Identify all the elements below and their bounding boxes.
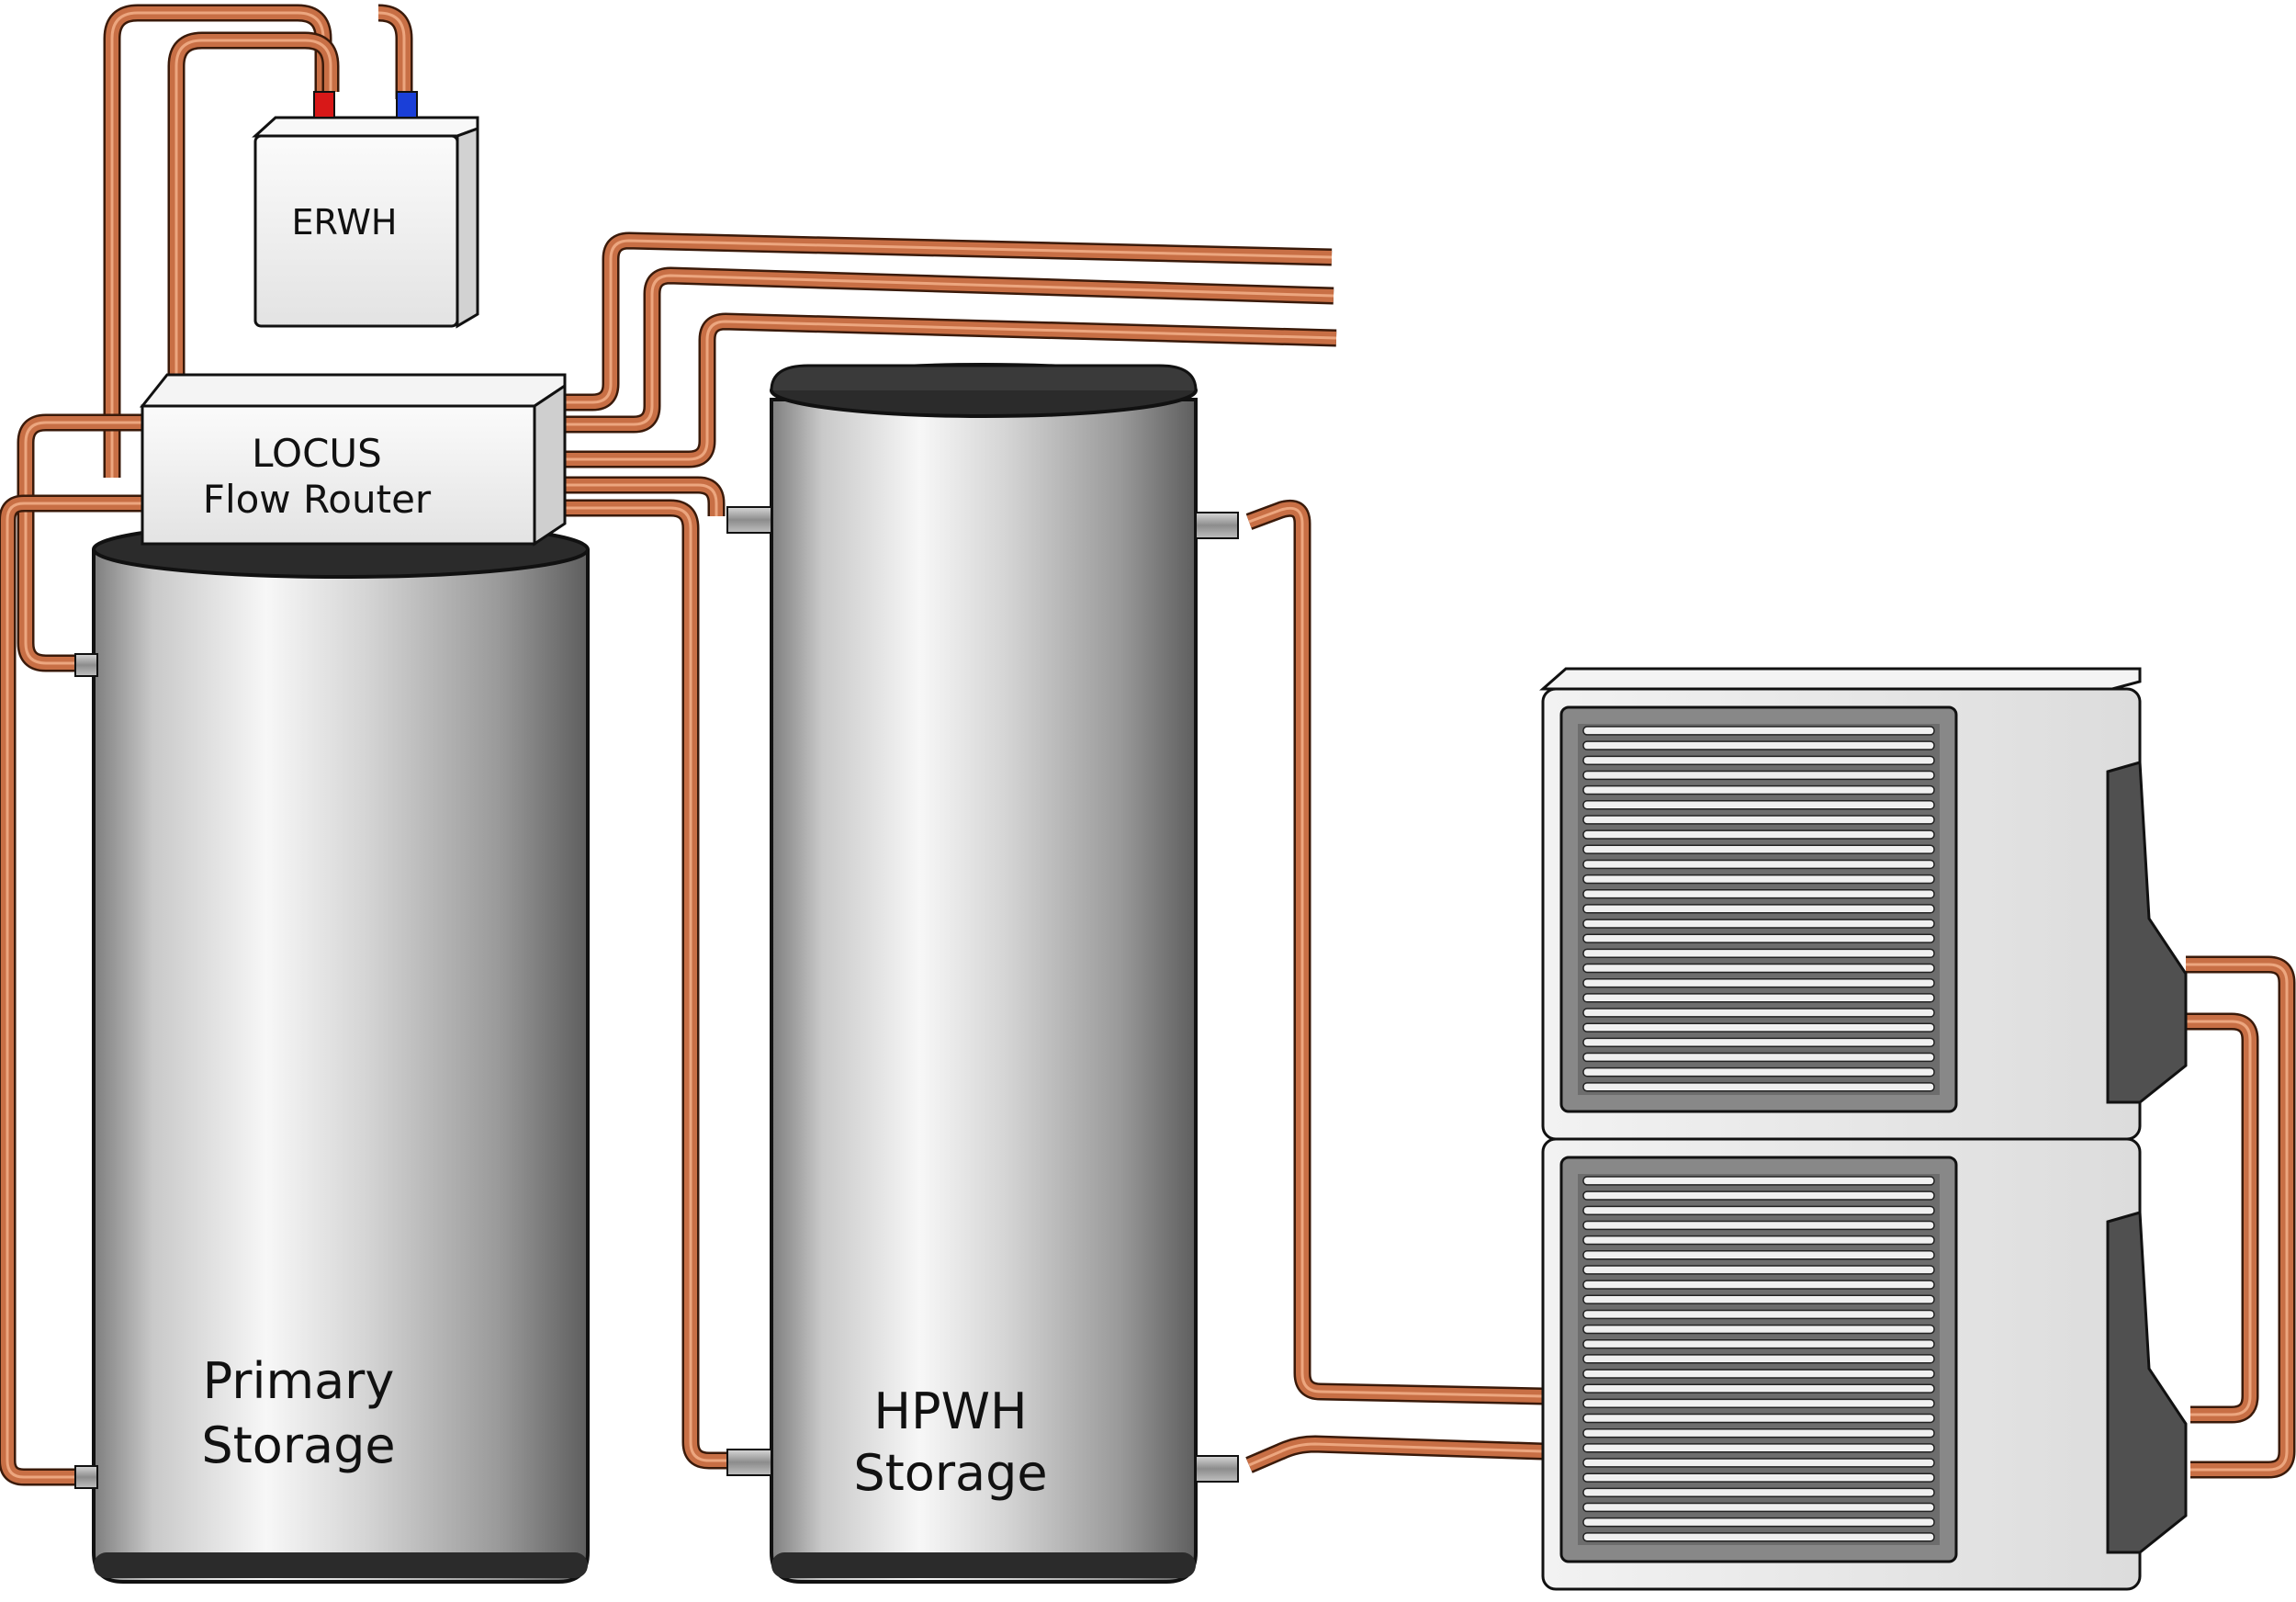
pipe-hpwh-upper-to-hp [1245,499,1544,1405]
grille-louvre [1582,1294,1935,1304]
pipe-router-top-3 [560,312,1337,468]
grille-louvre [1582,919,1935,929]
grille-louvre [1582,740,1935,750]
grille-louvre [1582,1443,1935,1453]
pipe-hp-right-1 [2186,955,2296,1479]
pipe-router-hpwh-upper [560,476,726,516]
primary-storage-tank: Primary Storage [74,520,590,1584]
grille-louvre [1582,1487,1935,1497]
grille-louvre [1582,829,1935,840]
primary-lower-fitting [74,1465,98,1489]
grille-louvre [1582,1052,1935,1063]
primary-storage-label-line1: Primary [203,1352,395,1410]
erwh-cold-connector [396,91,418,118]
grille-louvre [1582,1235,1935,1246]
grille-louvre [1582,1383,1935,1393]
grille-louvre [1582,1205,1935,1215]
primary-storage-label-line2: Storage [201,1416,395,1474]
grille-louvre [1582,904,1935,914]
grille-louvre [1582,874,1935,885]
grille-louvre [1582,1037,1935,1047]
grille-louvre [1582,784,1935,795]
heat-pump-lower-grille [1578,1174,1940,1545]
grille-louvre [1582,963,1935,974]
grille-louvre [1582,770,1935,781]
grille-louvre [1582,800,1935,810]
grille-louvre [1582,1398,1935,1409]
hpwh-left-lower-fitting [726,1449,772,1476]
grille-louvre [1582,1517,1935,1528]
grille-louvre [1582,1250,1935,1260]
hpwh-storage-label-line1: HPWH [873,1382,1027,1440]
grille-louvre [1582,1413,1935,1424]
grille-louvre [1582,1066,1935,1077]
pipe-erwh-hot-outer [103,4,332,478]
hpwh-storage-tank: HPWH Storage [726,363,1239,1584]
grille-louvre [1582,1190,1935,1201]
grille-louvre [1582,726,1935,736]
erwh-unit: ERWH [252,91,479,329]
locus-label-line2: Flow Router [203,477,432,522]
heat-pump-upper [1539,667,2188,1141]
pipe-primary-lower [0,494,142,1486]
grille-louvre [1582,1458,1935,1468]
pipe-primary-upper [17,413,142,672]
copper-piping [0,4,2296,1486]
grille-louvre [1582,889,1935,899]
grille-louvre [1582,1309,1935,1320]
grille-louvre [1582,1022,1935,1032]
hpwh-storage-label-line2: Storage [853,1444,1047,1502]
erwh-label: ERWH [291,202,397,243]
hpwh-right-lower-fitting [1195,1455,1239,1483]
grille-louvre [1582,1082,1935,1092]
hpwh-left-upper-fitting [726,506,772,534]
grille-louvre [1582,1008,1935,1018]
grille-louvre [1582,1532,1935,1542]
pipe-erwh-cold [377,4,413,99]
grille-louvre [1582,844,1935,854]
pipe-erwh-inner [167,31,340,395]
grille-louvre [1582,1220,1935,1231]
grille-louvre [1582,1427,1935,1438]
heat-pump-upper-grille [1578,724,1940,1095]
pipe-router-top-1 [560,231,1333,412]
grille-louvre [1582,859,1935,870]
pipe-hp-right-2 [2186,1012,2259,1424]
locus-label-line1: LOCUS [252,431,382,476]
erwh-hot-connector [313,91,335,118]
primary-upper-fitting [74,653,98,677]
grille-louvre [1582,993,1935,1003]
pipe-hpwh-lower-to-hp [1245,1435,1544,1473]
locus-flow-router: LOCUS Flow Router [139,373,567,547]
grille-louvre [1582,1339,1935,1349]
grille-louvre [1582,948,1935,959]
grille-louvre [1582,1176,1935,1186]
grille-louvre [1582,1502,1935,1513]
grille-louvre [1582,815,1935,825]
heat-pump-lower [1541,1137,2188,1591]
pipe-router-hpwh-lower [514,499,735,1470]
hpwh-right-upper-fitting [1195,512,1239,539]
grille-louvre [1582,1265,1935,1275]
grille-louvre [1582,1472,1935,1483]
grille-louvre [1582,1324,1935,1335]
grille-louvre [1582,1280,1935,1290]
grille-louvre [1582,977,1935,988]
grille-louvre [1582,1354,1935,1364]
pipe-router-top-2 [560,266,1334,434]
grille-louvre [1582,933,1935,943]
grille-louvre [1582,755,1935,765]
grille-louvre [1582,1369,1935,1379]
